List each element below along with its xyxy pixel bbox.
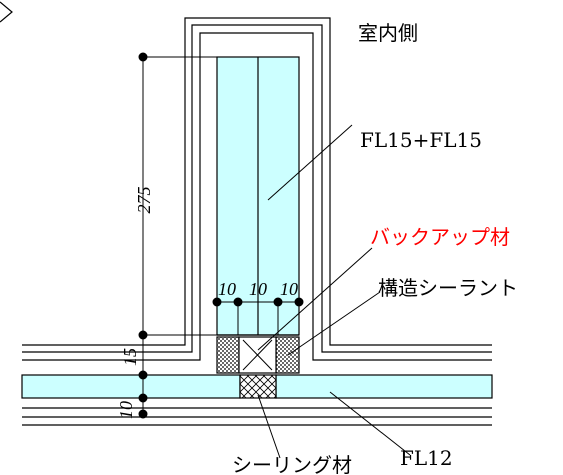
dimension-label-275: 275	[134, 187, 154, 214]
label-interior-side: 室内側	[358, 21, 418, 45]
dimension-275	[138, 52, 217, 340]
structural-sealant-right	[275, 336, 300, 374]
label-sealing-material: シーリング材	[232, 453, 352, 475]
dimension-lower	[22, 335, 148, 419]
dimension-gaps	[212, 297, 304, 307]
sealing-material	[239, 374, 277, 399]
face-glass	[21, 374, 493, 399]
dimension-label-10-left: 10	[218, 279, 236, 299]
label-backup-material: バックアップ材	[370, 225, 510, 249]
dimension-label-10-right: 10	[280, 279, 298, 299]
leader-lines	[257, 124, 411, 459]
dimension-label-10-center: 10	[249, 279, 267, 299]
corner-mark	[0, 1, 13, 23]
structural-sealant-left	[216, 336, 240, 374]
fin-outline	[22, 17, 492, 426]
label-structural-sealant: 構造シーラント	[378, 276, 518, 300]
glass-fin	[216, 56, 300, 336]
dimension-label-15: 15	[120, 348, 140, 366]
dimension-label-10-glass: 10	[116, 401, 136, 419]
label-glass-face: FL12	[400, 446, 453, 470]
backup-material	[238, 336, 277, 374]
label-glass-spec: FL15+FL15	[360, 128, 482, 152]
